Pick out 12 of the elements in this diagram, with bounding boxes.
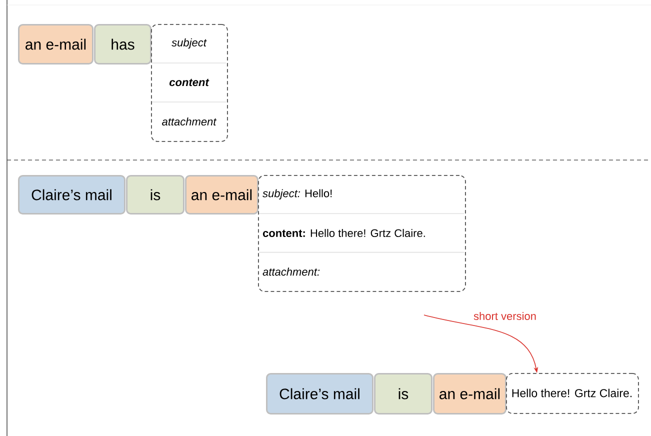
word-box: an e-mail	[18, 24, 94, 64]
word-box: Claire’s mail	[266, 373, 374, 414]
word-box: an e-mail	[185, 175, 258, 214]
word-box: an e-mail	[433, 373, 506, 414]
word-box: has	[94, 24, 152, 64]
word-box: Claire’s mail	[18, 175, 126, 214]
word-box: is	[374, 373, 432, 414]
word-box: is	[126, 175, 184, 214]
field-list-box: subject: Hello! content: Hello there! Grtz Claire. attachment:	[258, 175, 466, 292]
edge-label: short version	[472, 310, 538, 322]
field-list-box: Hello there! Grtz Claire.	[506, 373, 639, 414]
field-list-box: subject content attachment	[151, 24, 228, 142]
